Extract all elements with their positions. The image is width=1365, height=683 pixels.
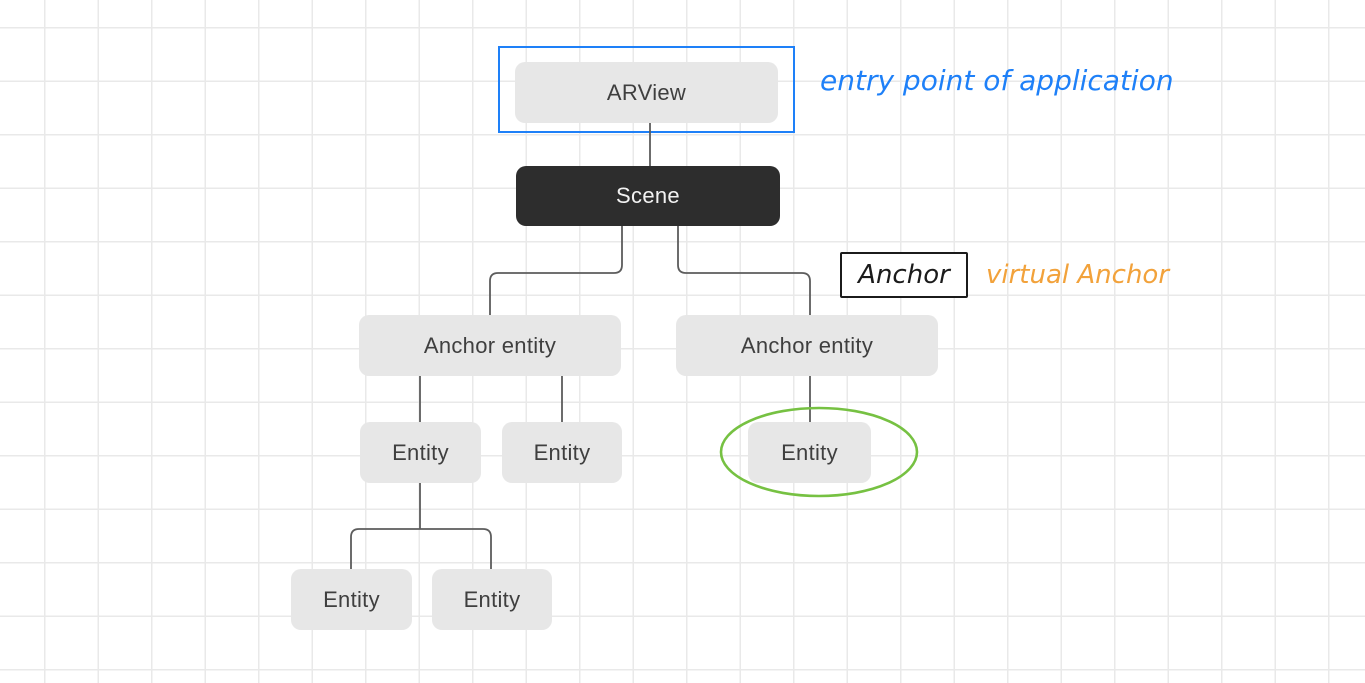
node-entity-bottom-left[interactable]: Entity [291, 569, 412, 630]
node-arview[interactable]: ARView [515, 62, 778, 123]
annotation-anchor-box[interactable]: Anchor [840, 252, 968, 298]
node-entity-left[interactable]: Entity [360, 422, 481, 483]
node-entity-circled[interactable]: Entity [748, 422, 871, 483]
anchor-box-label: Anchor [858, 260, 950, 290]
selection-rectangle [498, 46, 795, 133]
edge-entity1-children [350, 528, 492, 569]
green-highlight-ellipse[interactable] [719, 406, 919, 498]
edge-scene-anchor-left [489, 226, 623, 315]
edge-scene-anchor-right [677, 226, 811, 315]
node-scene[interactable]: Scene [516, 166, 780, 226]
node-anchor-entity-left[interactable]: Anchor entity [359, 315, 621, 376]
node-entity-mid[interactable]: Entity [502, 422, 622, 483]
node-anchor-entity-right[interactable]: Anchor entity [676, 315, 938, 376]
annotation-entry-point[interactable]: entry point of application [820, 64, 1174, 97]
node-entity-bottom-right[interactable]: Entity [432, 569, 552, 630]
annotation-virtual-anchor[interactable]: virtual Anchor [986, 260, 1170, 290]
